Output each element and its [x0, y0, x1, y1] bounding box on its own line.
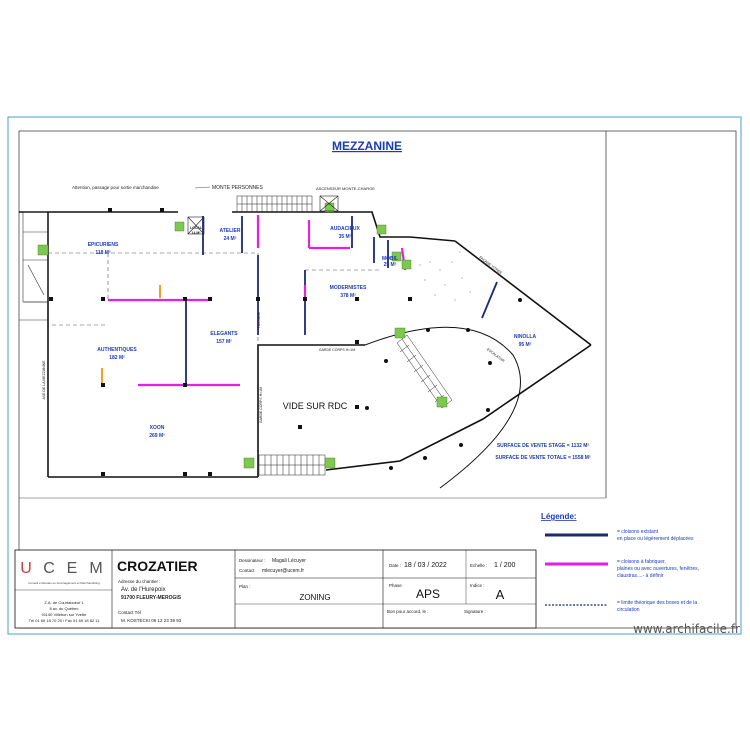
contact2-label: Contact [239, 568, 255, 573]
note-monte-personnes: MONTE PERSONNES [212, 185, 264, 191]
label-garde-corps: GARDE CORPS H=1M [319, 348, 355, 352]
legend-existing-line1: = cloisons existant [617, 529, 659, 535]
room-ninolla-area: 95 M² [519, 342, 532, 348]
company-phone: Tél 01 69 18 70 20 / Fax 01 69 18 82 11 [29, 618, 101, 623]
chantier-line1: Av. de l'Hurepoix [121, 587, 166, 593]
legend-title: Légende: [541, 512, 577, 521]
label-garde-corps-vertical: GARDE CORPS H=1M [259, 387, 263, 423]
plan-title: MEZZANINE [332, 139, 402, 153]
contact-label: Contact Tél [118, 610, 141, 615]
contact-value: M. KOSTECKI 06 12 23 39 93 [121, 618, 182, 623]
watermark: www.archifacile.fr [633, 622, 740, 636]
legend-existing-line2: en place ou légèrement déplacées [617, 536, 694, 542]
chantier-label: Adresse du chantier : [118, 579, 161, 584]
note-leader [194, 186, 211, 189]
room-modernistes-area: 378 M² [340, 293, 356, 299]
echelle-label: Echelle : [470, 563, 487, 568]
room-local-area: 14 M² [192, 231, 202, 235]
logo-e: E [67, 560, 78, 577]
signature-label: Signature : [464, 609, 486, 614]
company-addr1: Z.A. de Courtaboeuf 1 [44, 600, 84, 605]
columns [49, 208, 522, 476]
legend-new-line3: claustras....- à définir [617, 573, 664, 579]
legend: Légende: = cloisons existant en place ou… [541, 512, 699, 613]
vide-sur-rdc: VIDE SUR RDC [283, 401, 348, 411]
label-axis: AXE DE LA MEZZANINE [42, 360, 46, 400]
title-block: U C E M Conseil et Etudes en Aménagement… [14, 549, 537, 629]
company-addr2: 8 av. du Québec [49, 606, 78, 611]
date-value: 18 / 03 / 2022 [404, 562, 447, 569]
room-xoon-name: XOON [150, 425, 165, 431]
contact2-value: mlecuyer@ucem.fr [262, 568, 304, 574]
bottom-stair [258, 454, 326, 476]
room-audacieux-area: 35 M² [339, 234, 352, 240]
room-elegants-area: 157 M² [216, 339, 232, 345]
new-partitions [108, 215, 407, 387]
elevators [187, 195, 339, 235]
legend-new-line1: = cloisons à fabriquer, [617, 559, 666, 565]
bon-label: Bon pour accord, le : [387, 609, 429, 614]
note-attention: Attention, passage pour sortie marchandi… [72, 185, 159, 190]
room-epicuriens-name: EPICURIENS [88, 242, 119, 248]
echelle-value: 1 / 200 [494, 562, 516, 569]
logo-c: C [43, 560, 55, 577]
curved-guardrail [364, 326, 521, 489]
room-audacieux-name: AUDACIEUX [330, 226, 360, 232]
indice-value: A [496, 587, 505, 602]
dessinateur-label: Dessinateur : [239, 558, 266, 563]
phase-label: Phase [389, 583, 402, 588]
legend-limit-line2: circulation [617, 607, 640, 613]
project-name: CROZATIER [117, 558, 198, 574]
logo-tagline: Conseil et Etudes en Aménagement et Merc… [28, 581, 100, 585]
existing-partitions [185, 216, 498, 385]
legend-new-line2: plaines ou avec ouvertures, fenêtres, [617, 566, 699, 572]
dessinateur-value: Magali Lécuyer [272, 558, 306, 564]
room-modernistes-name: MODERNISTES [330, 285, 367, 291]
plan-label: Plan : [239, 584, 251, 589]
sheet-border [7, 116, 742, 635]
legend-limit-line1: = limite théorique des boxes et de la [617, 600, 697, 606]
glazing-pattern [419, 251, 471, 301]
chantier-line2: 91700 FLEURY-MEROGIS [121, 595, 182, 601]
left-exterior-structure [19, 211, 49, 321]
note-ascenseur: ASCENSEUR MONTE-CHARGE [316, 186, 375, 191]
surface-totale: SURFACE DE VENTE TOTALE = 1558 M² [495, 455, 591, 461]
room-local-name: LOCAL [190, 226, 203, 230]
logo-u: U [20, 560, 32, 577]
top-stair [236, 195, 313, 213]
room-labels: EPICURIENS 118 M² ATELIER 24 M² AUDACIEU… [88, 226, 537, 439]
date-label: Date : [389, 563, 401, 568]
phase-value: APS [416, 587, 440, 601]
room-authentiques-area: 182 M² [109, 355, 125, 361]
room-epicuriens-area: 118 M² [95, 250, 111, 256]
openings [101, 285, 161, 385]
surface-stage: SURFACE DE VENTE STAGE = 1132 M² [497, 443, 590, 449]
logo-m: M [89, 560, 102, 577]
label-passage: PASSAGE [257, 311, 261, 328]
plan-value: ZONING [299, 593, 330, 602]
room-xoon-area: 269 M² [149, 433, 165, 439]
room-ateliers-area: 24 M² [224, 236, 237, 242]
room-mobil-name: MOBIL [382, 256, 398, 262]
room-ninolla-name: NINOLLA [514, 334, 537, 340]
indice-label: Indice : [470, 583, 485, 588]
room-mobil-area: 25 M² [384, 262, 397, 268]
room-ateliers-name: ATELIER [219, 228, 240, 234]
room-elegants-name: ELEGANTS [210, 331, 238, 337]
safety-signs [37, 202, 448, 469]
room-authentiques-name: AUTHENTIQUES [97, 347, 137, 353]
company-addr3: 91140 Villebon sur Yvette [42, 612, 88, 617]
